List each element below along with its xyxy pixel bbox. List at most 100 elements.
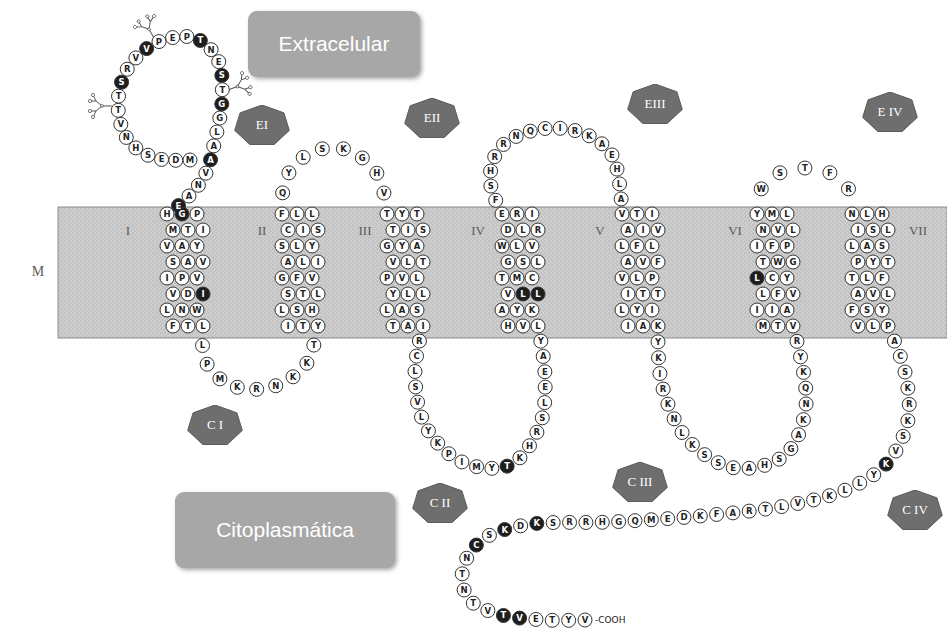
residue-letter: L: [613, 177, 627, 191]
loop-guide: [462, 326, 909, 620]
helix-number: II: [258, 223, 267, 239]
residue-circle: [545, 613, 559, 627]
residue-letter: L: [196, 338, 210, 352]
residue-circle: [469, 538, 483, 552]
residue-circle: [510, 303, 524, 317]
residue-circle: [851, 223, 865, 237]
residue-letter: T: [386, 223, 400, 237]
residue-letter: G: [175, 207, 189, 221]
residue-circle: [765, 239, 779, 253]
residue-letter: V: [305, 271, 319, 285]
residue-circle: [881, 255, 895, 269]
residue-circle: [481, 604, 495, 618]
residue-letter: R: [656, 382, 670, 396]
residue-circle: [595, 515, 609, 529]
residue-circle: [529, 612, 543, 626]
residue-letter: V: [129, 51, 143, 65]
residue-letter: V: [114, 117, 128, 131]
residue-circle: [630, 239, 644, 253]
residue-letter: S: [290, 303, 304, 317]
residue-letter: L: [416, 287, 430, 301]
residue-circle: [711, 456, 725, 470]
residue-circle: [845, 303, 859, 317]
residue-circle: [286, 370, 300, 384]
residue-letter: K: [300, 356, 314, 370]
residue-circle: [501, 287, 515, 301]
residue-circle: [296, 319, 310, 333]
residue-letter: G: [275, 271, 289, 285]
residue-circle: [780, 303, 794, 317]
residue-circle: [395, 207, 409, 221]
residue-circle: [645, 303, 659, 317]
residue-letter: I: [196, 287, 210, 301]
residue-letter: W: [495, 239, 509, 253]
residue-letter: R: [496, 137, 510, 151]
residue-circle: [190, 303, 204, 317]
residue-circle: [183, 153, 197, 167]
residue-circle: [866, 223, 880, 237]
residue-letter: G: [612, 515, 626, 529]
residue-letter: D: [501, 223, 515, 237]
residue-circle: [196, 319, 210, 333]
residue-circle: [275, 271, 289, 285]
residue-circle: [772, 452, 786, 466]
residue-letter: L: [786, 223, 800, 237]
residue-letter: S: [535, 411, 549, 425]
residue-circle: [410, 239, 424, 253]
residue-circle: [215, 97, 229, 111]
residue-circle: [181, 319, 195, 333]
residue-circle: [181, 255, 195, 269]
residue-circle: [416, 223, 430, 237]
residue-letter: V: [140, 42, 154, 56]
residue-letter: T: [111, 103, 125, 117]
loop-heptagon: C III: [612, 462, 668, 502]
residue-letter: V: [160, 239, 174, 253]
residue-letter: K: [498, 523, 512, 537]
residue-circle: [881, 287, 895, 301]
residue-letter: E: [495, 207, 509, 221]
residue-letter: Y: [485, 461, 499, 475]
residue-letter: I: [416, 319, 430, 333]
residue-letter: A: [495, 303, 509, 317]
residue-letter: N: [756, 223, 770, 237]
residue-letter: L: [290, 239, 304, 253]
residue-circle: [612, 515, 626, 529]
residue-letter: S: [315, 142, 329, 156]
residue-letter: M: [510, 271, 524, 285]
residue-letter: D: [169, 153, 183, 167]
residue-circle: [296, 255, 310, 269]
residue-circle: [281, 255, 295, 269]
residue-circle: [204, 43, 218, 57]
residue-circle: [742, 461, 756, 475]
loop-heptagon: EI: [234, 105, 290, 145]
residue-circle: [531, 287, 545, 301]
residue-circle: [215, 83, 229, 97]
residue-letter: P: [175, 271, 189, 285]
residue-circle: [875, 207, 889, 221]
residue-circle: [281, 319, 295, 333]
residue-letter: L: [853, 476, 867, 490]
residue-circle: [111, 103, 125, 117]
residue-circle: [823, 166, 837, 180]
residue-letter: R: [412, 334, 426, 348]
residue-letter: T: [455, 567, 469, 581]
residue-circle: [380, 239, 394, 253]
node-label: EII: [424, 110, 441, 126]
residue-letter: L: [290, 207, 304, 221]
residue-circle: [311, 319, 325, 333]
residue-circle: [799, 381, 813, 395]
residue-circle: [644, 513, 658, 527]
residue-circle: [380, 303, 394, 317]
residue-circle: [726, 506, 740, 520]
node-label: E IV: [878, 104, 903, 120]
residue-circle: [488, 150, 502, 164]
residue-circle: [652, 351, 666, 365]
residue-letter: N: [509, 129, 523, 143]
residue-circle: [401, 287, 415, 301]
residue-letter: C: [538, 121, 552, 135]
residue-circle: [516, 287, 530, 301]
glycosylation-tree: [88, 93, 112, 118]
helix-number: III: [359, 223, 372, 239]
residue-letter: S: [484, 179, 498, 193]
residue-letter: T: [771, 319, 785, 333]
